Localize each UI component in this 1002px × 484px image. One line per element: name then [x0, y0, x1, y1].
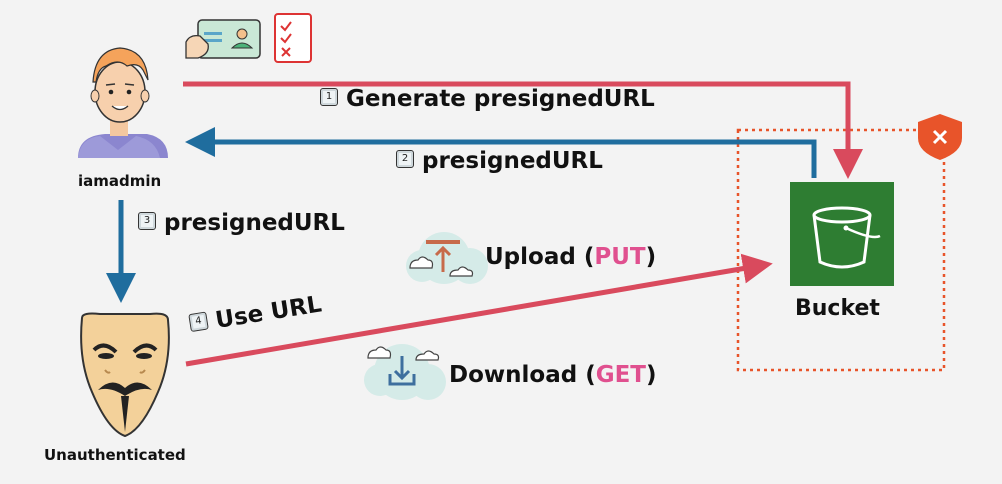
s3-bucket-icon [790, 182, 894, 286]
step-3-number: 3 [138, 211, 156, 230]
arrow-use-url [185, 253, 773, 367]
step-1-label: 1 Generate presignedURL [320, 86, 655, 112]
user-name: Unauthenticated [44, 446, 186, 464]
admin-name: iamadmin [78, 172, 162, 190]
cloud-download-icon [364, 344, 446, 400]
arrow-return-presigned-url [185, 127, 817, 178]
step-3-text: presignedURL [164, 210, 345, 236]
deny-shield-icon [918, 114, 962, 160]
checklist-icon [274, 13, 312, 63]
cloud-upload-icon [406, 232, 488, 284]
step-1-number: 1 [320, 87, 338, 106]
anonymous-mask-icon [80, 312, 170, 438]
person-icon [78, 47, 168, 158]
bucket-boundary [736, 128, 946, 372]
upload-label: Upload (PUT) [485, 244, 657, 270]
download-text: Download [449, 362, 578, 388]
arrow-generate-presigned-url [183, 81, 863, 179]
download-method: GET [595, 362, 646, 388]
download-label: Download (GET) [449, 362, 657, 388]
id-card-icon [185, 19, 261, 59]
step-4-number: 4 [188, 310, 209, 332]
upload-method: PUT [594, 244, 646, 270]
step-2-label: 2 presignedURL [396, 148, 603, 174]
bucket-name: Bucket [795, 296, 880, 321]
step-2-number: 2 [396, 149, 414, 168]
upload-text: Upload [485, 244, 576, 270]
step-2-text: presignedURL [422, 148, 603, 174]
step-3-label: 3 presignedURL [138, 210, 345, 236]
step-1-text: Generate presignedURL [346, 86, 655, 112]
